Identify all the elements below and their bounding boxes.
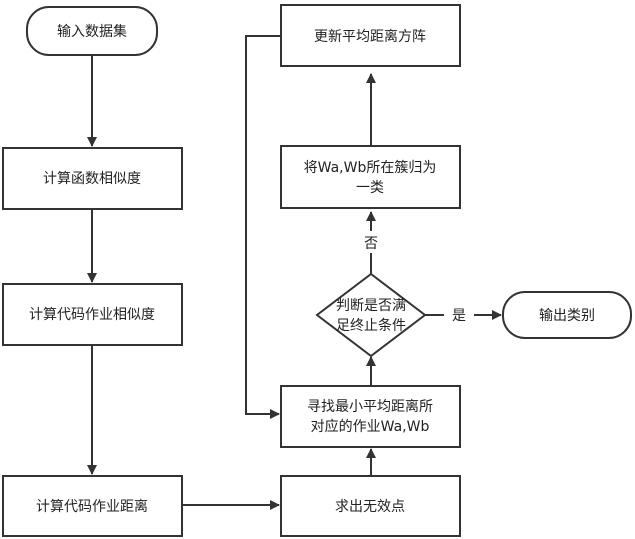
node-merge-label-line1: 将Wa,Wb所在簇归为 — [304, 159, 437, 176]
node-merge-shape — [281, 146, 460, 208]
node-find-min-label-line1: 寻找最小平均距离所 — [307, 398, 433, 415]
node-update-label: 更新平均距离方阵 — [314, 28, 426, 45]
node-code-sim-label: 计算代码作业相似度 — [29, 307, 155, 323]
edge-label-no: 否 — [364, 236, 378, 252]
nodes — [3, 5, 631, 536]
node-find-min-label-line2: 对应的作业Wa,Wb — [311, 418, 430, 435]
node-func-sim-label: 计算函数相似度 — [43, 171, 141, 187]
edge-label-yes: 是 — [452, 308, 466, 324]
node-decision-label-line1: 判断是否满 — [336, 298, 406, 314]
node-code-dist-label: 计算代码作业距离 — [36, 498, 148, 515]
node-decision-label-line2: 足终止条件 — [336, 317, 406, 334]
node-input-label: 输入数据集 — [57, 23, 127, 40]
node-merge-label-line2: 一类 — [356, 180, 384, 196]
edge-update-to-find-min — [246, 36, 281, 414]
node-invalid-label: 求出无效点 — [335, 499, 405, 515]
node-output-label: 输出类别 — [539, 308, 595, 324]
node-find-min-shape — [281, 386, 460, 447]
node-decision-shape — [317, 274, 425, 356]
